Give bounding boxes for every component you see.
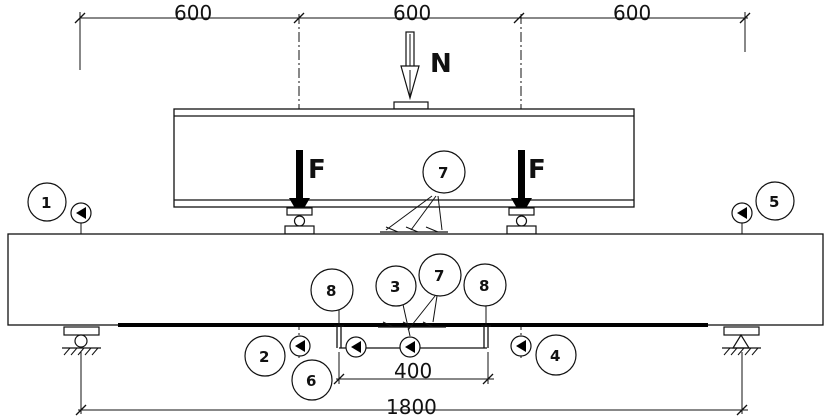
gauge-5-marker (755, 181, 795, 221)
gauge-8-left-label: 8 (326, 282, 336, 300)
frp-strip (118, 323, 708, 327)
right-pin-support (722, 326, 761, 356)
gauge-8-left-marker (310, 268, 354, 312)
dial-gauge-6 (345, 336, 367, 358)
gauge-8-right-label: 8 (479, 277, 489, 295)
dial-gauge-1 (70, 202, 92, 234)
bottom-strain-gauges (378, 295, 446, 337)
right-loading-plate (506, 207, 537, 235)
gauge-6-label: 6 (306, 372, 316, 390)
gauge-7-top-label: 7 (438, 164, 448, 182)
gauge-1-marker (27, 182, 67, 222)
left-point-load-arrow (289, 150, 310, 216)
applied-load-label: N (430, 49, 452, 79)
dimension-label-600-middle: 600 (393, 1, 431, 25)
right-point-load-arrow (511, 150, 532, 216)
top-strain-gauges (380, 195, 448, 233)
gauge-6-marker (291, 359, 333, 401)
gauge-3-marker (375, 265, 417, 307)
dial-gauge-5 (731, 202, 753, 234)
applied-load-arrow (393, 31, 429, 110)
left-loading-plate (284, 207, 315, 235)
left-roller-support (62, 326, 101, 356)
gauge-7-bottom-marker (418, 253, 462, 297)
gauge-length-label: 400 (394, 359, 432, 383)
gauge-7-bottom-label: 7 (434, 267, 444, 285)
dial-gauge-2 (289, 335, 311, 357)
spreader-beam (173, 108, 635, 208)
gauge-2-label: 2 (259, 348, 269, 366)
gauge-length-dimension (333, 352, 494, 385)
right-point-load-label: F (528, 155, 546, 185)
gauge-3-label: 3 (390, 278, 400, 296)
gauge-8-right-marker (463, 263, 507, 307)
gauge-4-label: 4 (550, 347, 560, 365)
dimension-label-600-right: 600 (613, 1, 651, 25)
gauge-7-top-marker (422, 150, 466, 194)
dial-gauge-3 (399, 336, 421, 358)
gauge-5-label: 5 (769, 193, 779, 211)
total-span-dimension (75, 352, 748, 416)
gauge-4-marker (535, 334, 577, 376)
dial-gauge-4 (510, 335, 532, 357)
gauge-2-marker (244, 335, 286, 377)
gauge-1-label: 1 (41, 194, 51, 212)
left-point-load-label: F (308, 155, 326, 185)
dimension-label-600-left: 600 (174, 1, 212, 25)
total-span-label: 1800 (386, 395, 437, 418)
